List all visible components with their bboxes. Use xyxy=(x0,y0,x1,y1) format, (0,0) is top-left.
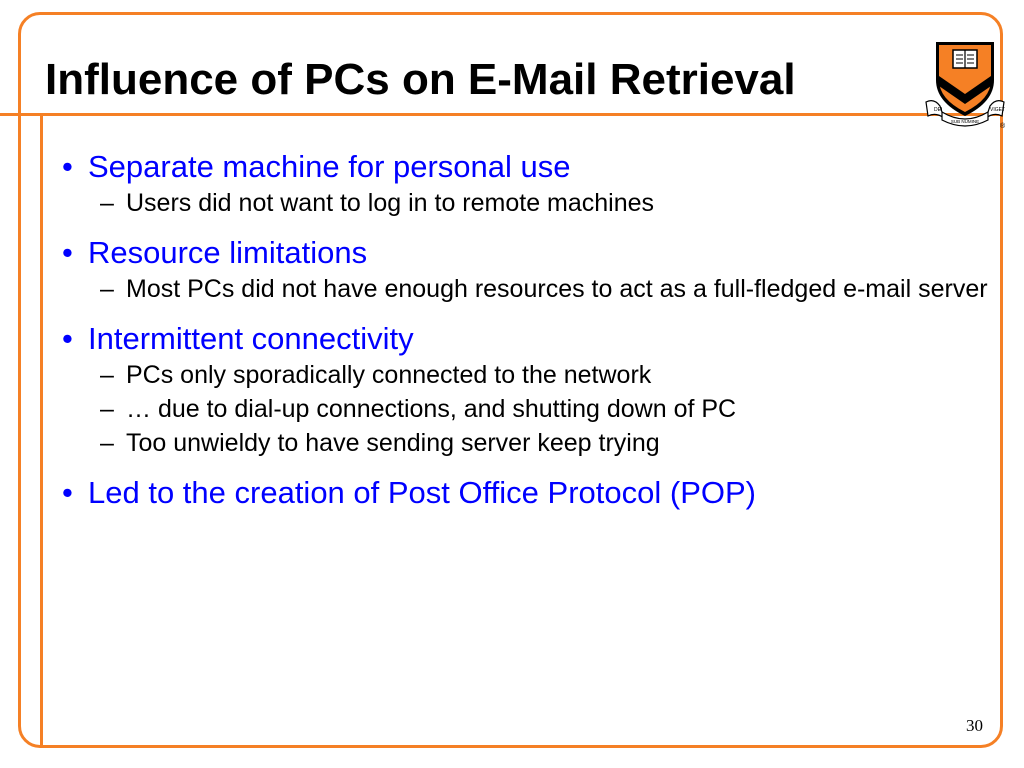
slide-frame xyxy=(18,12,1003,748)
bullet-text: Led to the creation of Post Office Proto… xyxy=(88,475,756,510)
bullet-group: • Intermittent connectivity – PCs only s… xyxy=(62,320,992,460)
bullet-text: Intermittent connectivity xyxy=(88,321,414,356)
sub-item: – Most PCs did not have enough resources… xyxy=(100,272,992,306)
sub-mark: – xyxy=(100,275,114,303)
registered-mark: ® xyxy=(1000,122,1006,128)
bullet-text: Separate machine for personal use xyxy=(88,149,571,184)
motto-right: VIGET xyxy=(990,107,1005,113)
motto-left: DEI xyxy=(934,107,942,113)
left-rule xyxy=(40,113,43,748)
bullet-mark: • xyxy=(62,321,73,356)
sub-item: – PCs only sporadically connected to the… xyxy=(100,358,992,392)
sub-text: Too unwieldy to have sending server keep… xyxy=(126,429,660,457)
bullet-group: • Resource limitations – Most PCs did no… xyxy=(62,234,992,306)
bullet-group: • Led to the creation of Post Office Pro… xyxy=(62,474,992,512)
slide-title: Influence of PCs on E-Mail Retrieval xyxy=(45,55,796,104)
bullet-mark: • xyxy=(62,235,73,270)
slide-number: 30 xyxy=(966,716,983,735)
title-divider xyxy=(0,113,1000,116)
bullet-item: • Led to the creation of Post Office Pro… xyxy=(62,474,992,512)
sub-text: Users did not want to log in to remote m… xyxy=(126,189,655,217)
princeton-shield-icon: DEI SUB NUMINE VIGET ® xyxy=(925,42,1006,128)
sub-item: – Users did not want to log in to remote… xyxy=(100,186,992,220)
bullet-item: • Separate machine for personal use xyxy=(62,148,992,186)
bullet-item: • Intermittent connectivity xyxy=(62,320,992,358)
bullet-text: Resource limitations xyxy=(88,235,368,270)
sub-mark: – xyxy=(100,395,114,423)
sub-mark: – xyxy=(100,361,114,389)
sub-mark: – xyxy=(100,189,114,217)
bullet-group: • Separate machine for personal use – Us… xyxy=(62,148,992,220)
slide-content: • Separate machine for personal use – Us… xyxy=(62,148,992,526)
bullet-item: • Resource limitations xyxy=(62,234,992,272)
sub-text: Most PCs did not have enough resources t… xyxy=(126,275,988,303)
motto-center: SUB NUMINE xyxy=(951,119,979,124)
sub-item: – … due to dial-up connections, and shut… xyxy=(100,392,992,426)
bullet-mark: • xyxy=(62,475,73,510)
bullet-mark: • xyxy=(62,149,73,184)
sub-text: … due to dial-up connections, and shutti… xyxy=(126,395,737,423)
sub-mark: – xyxy=(100,429,114,457)
sub-text: PCs only sporadically connected to the n… xyxy=(126,361,652,389)
sub-item: – Too unwieldy to have sending server ke… xyxy=(100,426,992,460)
